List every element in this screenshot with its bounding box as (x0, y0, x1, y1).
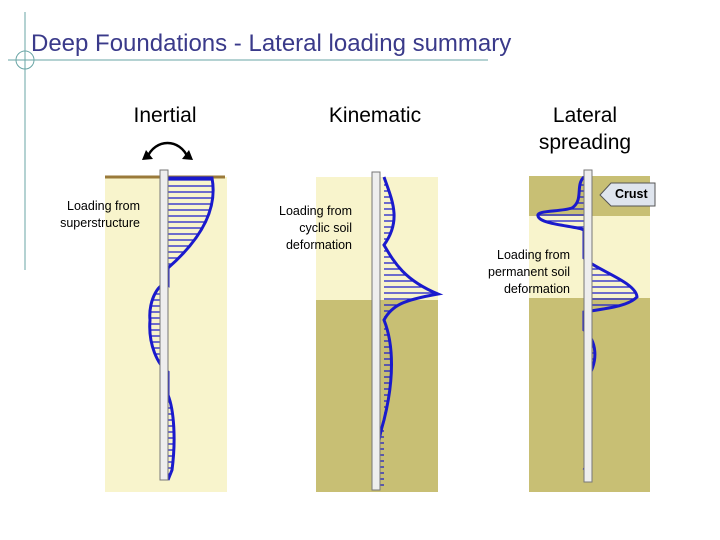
pile (583, 169, 593, 483)
arrow-head-right-icon (182, 150, 193, 160)
lateral-spreading-panel (529, 169, 656, 492)
arrow-head-left-icon (142, 150, 153, 160)
note-lateral-spreading: Loading from permanent soil deformation (488, 248, 570, 296)
crust-label: Crust (615, 187, 648, 201)
column-heading-lateral-spreading: Lateral spreading (538, 104, 632, 154)
pile (159, 169, 169, 481)
inertial-load-profile (148, 176, 215, 481)
inertial-panel (105, 141, 227, 492)
note-inertial: Loading from superstructure (60, 199, 140, 230)
page-title: Deep Foundations - Lateral loading summa… (31, 30, 512, 57)
column-heading-kinematic: Kinematic (328, 104, 422, 127)
kinematic-load-profile (372, 176, 444, 491)
double-arrow-rotation-icon (145, 141, 190, 159)
title-rule-circle (15, 50, 35, 70)
crust-callout (599, 182, 656, 207)
note-kinematic: Loading from cyclic soil deformation (279, 204, 352, 252)
pile (371, 171, 381, 491)
column-heading-inertial: Inertial (133, 104, 197, 127)
kinematic-panel (316, 171, 444, 492)
